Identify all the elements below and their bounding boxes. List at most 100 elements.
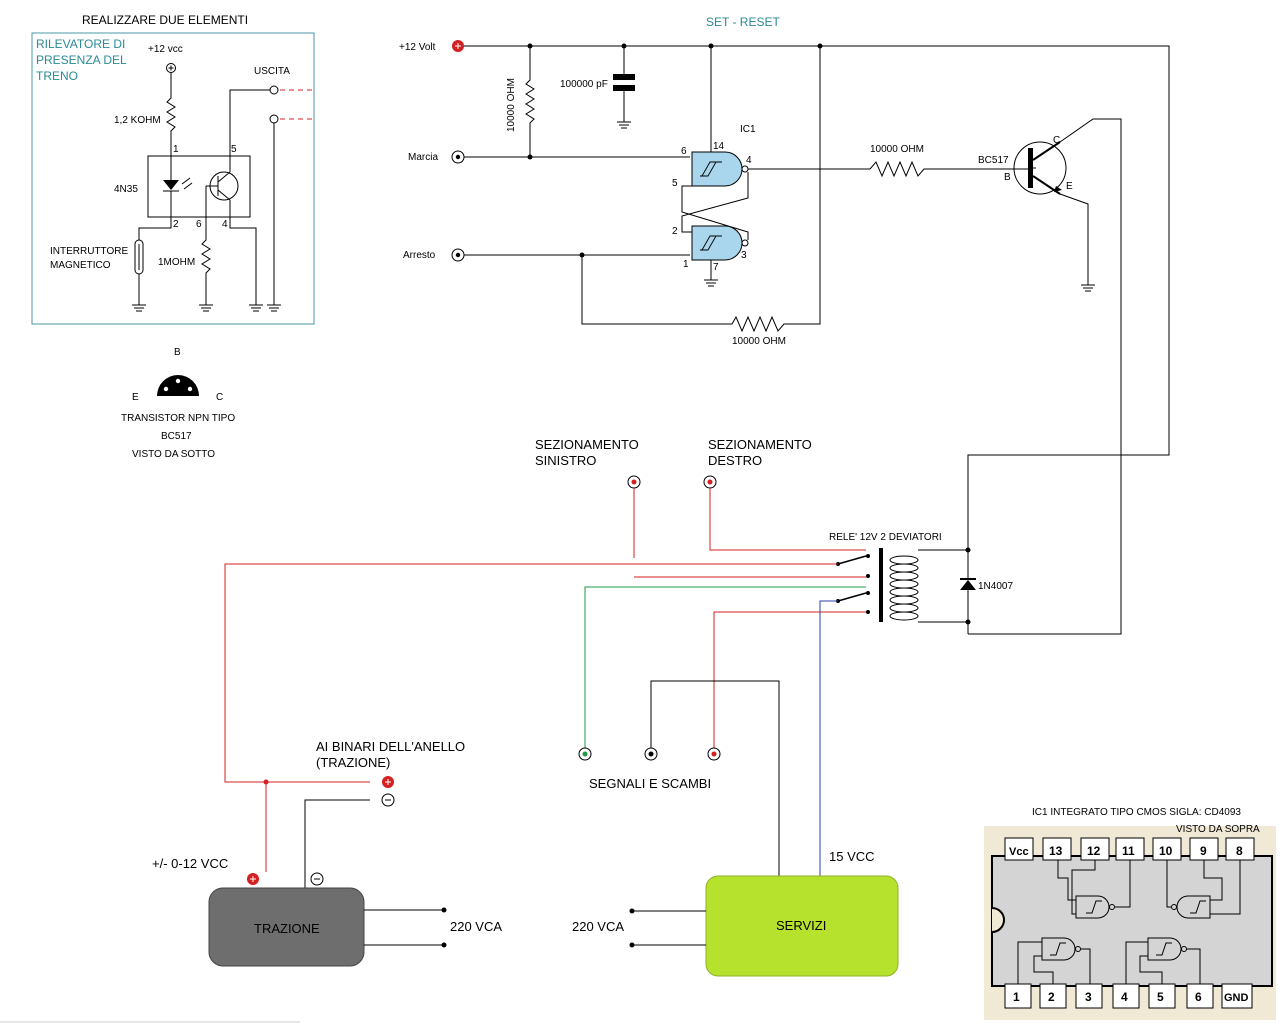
gate-pin-3: 3 bbox=[741, 250, 747, 261]
gate-pin-5: 5 bbox=[672, 178, 678, 189]
trazione-section: +/- 0-12 VCC TRAZIONE 220 VCA bbox=[152, 856, 502, 967]
rails-label-2: (TRAZIONE) bbox=[316, 755, 390, 770]
detector-title: REALIZZARE DUE ELEMENTI bbox=[82, 13, 248, 27]
r1-label: 1,2 KOHM bbox=[114, 115, 161, 126]
bc517-label: BC517 bbox=[978, 155, 1009, 166]
feedback-resistor-icon bbox=[581, 46, 821, 333]
chip-pin-10: 10 bbox=[1159, 844, 1173, 858]
chip-pin-9: 9 bbox=[1200, 844, 1207, 858]
gate-pin-14: 14 bbox=[713, 141, 725, 152]
ic1-label: IC1 bbox=[740, 124, 756, 135]
relay-section: 1N4007 RELE' 12V 2 DEVIATORI bbox=[829, 454, 1130, 634]
opto-pin-2: 2 bbox=[173, 219, 179, 230]
output-terminal-1[interactable] bbox=[269, 85, 279, 95]
gate-pin-1: 1 bbox=[683, 259, 689, 270]
bc517-b: B bbox=[1004, 172, 1011, 183]
bc517-c: C bbox=[1053, 135, 1060, 146]
chip-pin-8: 8 bbox=[1236, 844, 1243, 858]
chip-pin-13: 13 bbox=[1049, 844, 1063, 858]
signals-label: SEGNALI E SCAMBI bbox=[589, 776, 711, 791]
marcia-label: Marcia bbox=[408, 152, 438, 163]
relay-switch-1-icon bbox=[837, 555, 867, 565]
pinout-c: C bbox=[216, 392, 223, 403]
gate-pin-7: 7 bbox=[713, 262, 719, 273]
pullup-resistor-icon bbox=[525, 46, 535, 157]
pinout-e: E bbox=[132, 392, 139, 403]
ic-pinout: IC1 INTEGRATO TIPO CMOS SIGLA: CD4093 VI… bbox=[984, 807, 1276, 1020]
led-icon bbox=[163, 180, 179, 190]
cap-label: 100000 pF bbox=[560, 79, 608, 90]
switch-label-1: INTERRUTTORE bbox=[50, 246, 128, 257]
gate-pin-4: 4 bbox=[746, 155, 752, 166]
detector-box-title-1: RILEVATORE DI bbox=[36, 37, 125, 51]
servizi-voltage: 15 VCC bbox=[829, 849, 875, 864]
resistor-1mohm-icon bbox=[201, 217, 211, 300]
chip-pin-2: 2 bbox=[1048, 990, 1055, 1004]
relay-core-icon bbox=[879, 548, 883, 622]
chip-pin-12: 12 bbox=[1087, 844, 1101, 858]
detector-box-title-2: PRESENZA DEL bbox=[36, 53, 127, 67]
chip-title: IC1 INTEGRATO TIPO CMOS SIGLA: CD4093 bbox=[1032, 807, 1241, 818]
opto-pin-6: 6 bbox=[196, 219, 202, 230]
rails-section: AI BINARI DELL'ANELLO (TRAZIONE) bbox=[304, 739, 465, 888]
base-resistor-label: 10000 OHM bbox=[870, 144, 924, 155]
servizi-section: 15 VCC SERVIZI 220 VCA bbox=[572, 849, 899, 977]
gate-pin-6: 6 bbox=[681, 146, 687, 157]
trazione-voltage: +/- 0-12 VCC bbox=[152, 856, 228, 871]
transistor-pinout: B E C TRANSISTOR NPN TIPO BC517 VISTO DA… bbox=[121, 347, 235, 460]
detector-box bbox=[31, 32, 315, 325]
section-left-1: SEZIONAMENTO bbox=[535, 437, 639, 452]
gate-pin-2: 2 bbox=[672, 226, 678, 237]
feedback-label: 10000 OHM bbox=[732, 336, 786, 347]
relay-coil-icon bbox=[889, 555, 919, 621]
resistor-1k2-icon bbox=[166, 72, 176, 156]
v12-label: +12 Volt bbox=[399, 42, 436, 53]
pinout-b: B bbox=[174, 347, 181, 358]
pinout-caption-2: BC517 bbox=[161, 431, 192, 442]
relay-switch-2-icon bbox=[837, 592, 867, 602]
opto-pin-5: 5 bbox=[231, 144, 237, 155]
detector-section: REALIZZARE DUE ELEMENTI RILEVATORE DI PR… bbox=[31, 13, 316, 325]
section-terminals: SEZIONAMENTO SINISTRO SEZIONAMENTO DESTR… bbox=[224, 437, 866, 876]
diode-label: 1N4007 bbox=[978, 581, 1013, 592]
rails-label-1: AI BINARI DELL'ANELLO bbox=[316, 739, 465, 754]
ic-bottom-pins: 1 2 3 4 5 6 GND bbox=[1004, 983, 1253, 1009]
chip-pin-gnd: GND bbox=[1224, 992, 1249, 1004]
ic-top-pins: Vcc 13 12 11 10 9 8 bbox=[1004, 837, 1255, 861]
pullup-label: 10000 OHM bbox=[506, 78, 517, 132]
opto-pin-4: 4 bbox=[222, 219, 228, 230]
relay-label: RELE' 12V 2 DEVIATORI bbox=[829, 532, 942, 543]
chip-pin-1: 1 bbox=[1013, 990, 1020, 1004]
pinout-caption-3: VISTO DA SOTTO bbox=[132, 449, 215, 460]
setreset-title: SET - RESET bbox=[706, 15, 780, 29]
pinout-caption-1: TRANSISTOR NPN TIPO bbox=[121, 413, 235, 424]
nand-gate-2-icon bbox=[691, 225, 743, 261]
section-right-2: DESTRO bbox=[708, 453, 762, 468]
opto-pin-1: 1 bbox=[173, 144, 179, 155]
uscita-label: USCITA bbox=[254, 66, 290, 77]
opto-label: 4N35 bbox=[114, 184, 138, 195]
servizi-mains: 220 VCA bbox=[572, 919, 624, 934]
servizi-label: SERVIZI bbox=[776, 918, 826, 933]
setreset-section: SET - RESET +12 Volt 10000 OHM 100000 pF… bbox=[399, 15, 1170, 635]
signals-section: SEGNALI E SCAMBI bbox=[578, 680, 780, 876]
trazione-box bbox=[208, 887, 365, 967]
detector-box-title-3: TRENO bbox=[36, 69, 78, 83]
chip-pin-6: 6 bbox=[1195, 990, 1202, 1004]
to92-package-icon bbox=[157, 375, 199, 396]
servizi-box bbox=[705, 875, 899, 977]
chip-pin-vcc: Vcc bbox=[1009, 846, 1029, 858]
ic-internal-gates bbox=[1017, 860, 1241, 984]
output-terminal-2[interactable] bbox=[269, 114, 279, 124]
chip-pin-4: 4 bbox=[1121, 990, 1128, 1004]
capacitor-icon bbox=[613, 74, 635, 80]
ic-body bbox=[991, 855, 1273, 987]
chip-pin-3: 3 bbox=[1085, 990, 1092, 1004]
chip-pin-11: 11 bbox=[1122, 844, 1135, 858]
chip-pin-5: 5 bbox=[1157, 990, 1164, 1004]
detector-vcc-label: +12 vcc bbox=[148, 44, 183, 55]
nand-gate-1-icon bbox=[691, 151, 743, 187]
r2-label: 1MOHM bbox=[158, 257, 195, 268]
trazione-label: TRAZIONE bbox=[254, 921, 320, 936]
